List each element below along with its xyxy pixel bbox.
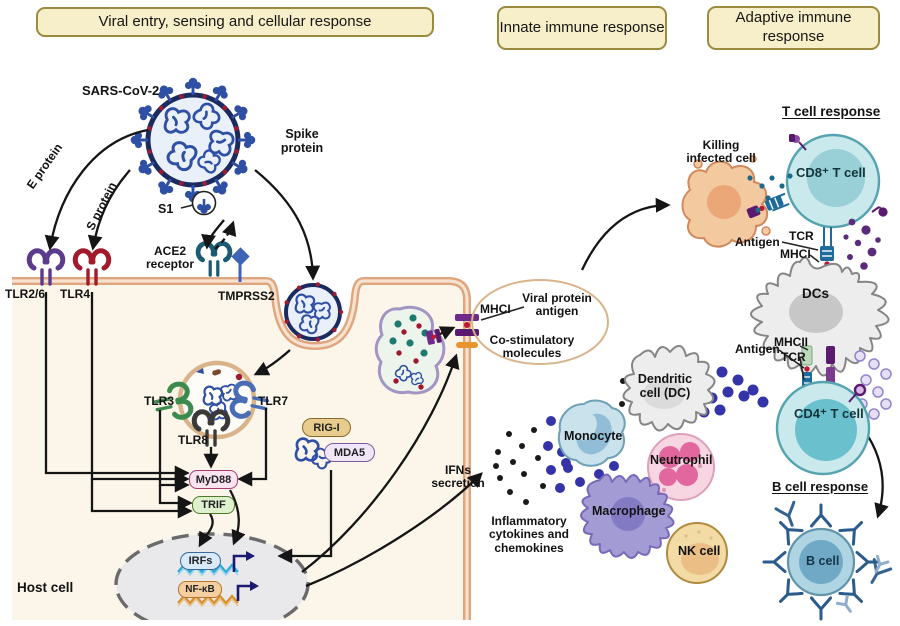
s-protein-arrow xyxy=(87,169,131,251)
infected-cell xyxy=(681,155,771,248)
nk-cell-label: NK cell xyxy=(678,544,721,558)
cd8-t-cell xyxy=(785,133,881,229)
viral-fragment xyxy=(235,373,243,381)
cd4-t-cell xyxy=(775,380,871,476)
ace2-receptor xyxy=(198,244,230,276)
dendritic-cell xyxy=(622,345,716,432)
viral-protein-antigen-label: Viral protein antigen xyxy=(522,291,592,319)
cd4-t-cell-label: CD4⁺ T cell xyxy=(794,406,864,421)
dendritic-cell-label: Dendritic cell (DC) xyxy=(637,372,693,400)
header-adaptive: Adaptive immune response xyxy=(707,6,880,50)
killing-synapse xyxy=(746,134,807,219)
nk-cell xyxy=(666,522,728,584)
t-cell-response-title: T cell response xyxy=(782,104,881,119)
antigen-upper-label: Antigen xyxy=(735,235,780,249)
ace2-label: ACE2 receptor xyxy=(145,244,195,272)
to-endosome-arrow xyxy=(253,349,291,376)
e-protein-arrow xyxy=(44,128,149,251)
viral-fragment xyxy=(212,369,222,376)
antigen-lower-label: Antigen xyxy=(735,342,780,356)
header-adaptive-label: Adaptive immune response xyxy=(735,9,852,45)
membrane-mhci-complex xyxy=(455,314,479,348)
header-innate-label: Innate immune response xyxy=(499,18,665,36)
endosome xyxy=(153,360,270,445)
endocytosed-virion xyxy=(284,282,344,342)
myd88-to-nucleus xyxy=(228,489,246,546)
cd8-cytokine-dots xyxy=(843,206,888,270)
rigi-to-nucleus xyxy=(277,470,333,564)
killing-infected-cell-label: Killing infected cell xyxy=(686,138,756,166)
irfs-node: IRFs xyxy=(180,552,221,570)
mda5-node: MDA5 xyxy=(324,443,375,462)
tlr26-label: TLR2/6 xyxy=(5,287,46,301)
granzyme-dots xyxy=(747,173,793,213)
viral-fragment xyxy=(196,368,204,374)
spike-protein-label: Spike protein xyxy=(280,127,324,155)
macrophage-cell xyxy=(580,473,675,559)
monocyte-label: Monocyte xyxy=(564,429,623,443)
s1-to-ace2-arrow xyxy=(201,219,225,250)
b-cell-label: B cell xyxy=(806,554,840,568)
mhcii-label: MHCII xyxy=(774,335,808,349)
tlr8-label: TLR8 xyxy=(178,433,208,447)
mhci-upper-label: MHCI xyxy=(780,247,811,261)
header-viral-entry-label: Viral entry, sensing and cellular respon… xyxy=(98,12,372,30)
cd4-to-bcell-arrow xyxy=(863,429,889,519)
to-infected-cell-arrow xyxy=(580,197,671,271)
cd8-t-cell-label: CD8⁺ T cell xyxy=(796,165,866,180)
monocyte-cell xyxy=(558,399,626,467)
cd4-receptor xyxy=(853,383,867,397)
tlr4-label: TLR4 xyxy=(60,287,90,301)
rigi-node: RIG-I xyxy=(302,418,351,437)
costimulatory-label: Co-stimulatory molecules xyxy=(489,333,575,361)
s1-label: S1 xyxy=(158,202,174,216)
tlr26-signal xyxy=(44,292,190,481)
antigen-vesicle xyxy=(374,305,446,395)
header-innate: Innate immune response xyxy=(497,6,667,50)
mhci-membrane-label: MHCI xyxy=(480,302,511,316)
tlr3-label: TLR3 xyxy=(144,394,174,408)
tcr-upper-label: TCR xyxy=(789,229,814,243)
tlr3-trif-signal xyxy=(158,485,193,511)
to-mhc-presentation xyxy=(301,353,460,573)
tmprss2-label: TMPRSS2 xyxy=(218,289,275,303)
cd8-top-receptor xyxy=(789,134,807,151)
plasma-membrane xyxy=(12,277,471,620)
tlr4-trif-signal xyxy=(90,479,193,519)
trif-node: TRIF xyxy=(192,496,235,514)
ifns-secretion-label: IFNs secretion xyxy=(431,463,485,491)
tmprss2-protease xyxy=(231,247,250,282)
costimulatory-molecule xyxy=(456,342,478,348)
tlr7-label: TLR7 xyxy=(258,394,288,408)
ace2-to-s1-dashed-arrow xyxy=(214,220,237,250)
b-cell xyxy=(762,500,893,621)
b-cell-response-title: B cell response xyxy=(772,479,869,494)
macrophage-label: Macrophage xyxy=(592,504,666,518)
antigen-callout-oval xyxy=(471,279,609,365)
vesicle-to-membrane-dashed xyxy=(438,326,456,340)
header-viral-entry: Viral entry, sensing and cellular respon… xyxy=(36,7,434,37)
endocytosis-arrow xyxy=(254,169,321,281)
neutrophil-label: Neutrophil xyxy=(650,453,713,467)
arrows xyxy=(44,128,889,588)
dcs-cell xyxy=(750,256,890,377)
to-ifns-secretion xyxy=(305,472,483,588)
dcs-label: DCs xyxy=(802,286,830,301)
sars-cov-2-label: SARS-CoV-2 xyxy=(82,83,160,98)
host-cell-label: Host cell xyxy=(17,580,74,595)
tlr7-signal xyxy=(237,408,268,487)
trif-to-nucleus xyxy=(198,513,214,548)
neutrophil-cell xyxy=(647,433,715,501)
inflammatory-cytokines-label: Inflammatory cytokines and chemokines xyxy=(488,514,570,555)
nfkb-node: NF-κB xyxy=(178,581,222,598)
tcr-lower-label: TCR xyxy=(781,350,806,364)
host-cell-body xyxy=(12,281,467,620)
myd88-node: MyD88 xyxy=(189,470,238,489)
s1-subunit-callout xyxy=(180,190,217,216)
envelope-proteins xyxy=(147,94,239,186)
sars-cov-2-virion xyxy=(129,76,257,204)
interleukin-circles xyxy=(854,350,892,420)
antigen-pointer-line xyxy=(480,306,525,321)
